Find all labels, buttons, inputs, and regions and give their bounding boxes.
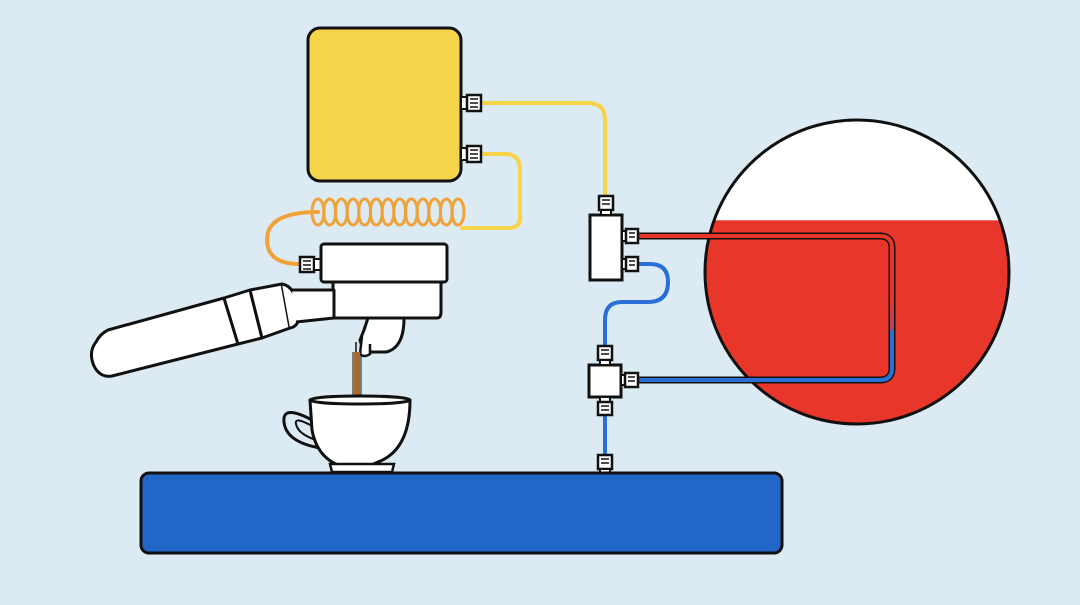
heater-wire [265,210,320,266]
portafilter [89,282,406,378]
boiler-tank [703,118,1011,426]
splitter-upper [588,194,640,282]
cold-water-pipe [603,262,671,350]
control-box-connector-top [460,93,483,113]
boiler-water [705,220,1009,424]
coil-loops [310,197,466,227]
group-head [298,242,449,320]
coiled-cable [265,197,466,266]
control-box [306,26,463,183]
espresso-cup [282,394,412,474]
splitter-lower [587,344,640,417]
portafilter-handle [89,296,240,378]
coil-loop [450,197,466,227]
water-pipes [603,232,896,462]
coffee-stream [352,342,362,398]
signal-wire-upper [480,101,607,198]
control-box-connector-bottom [460,144,483,164]
reservoir-connector [596,453,614,474]
cup-bowl [308,398,412,470]
cup-handle [282,411,321,450]
signal-wire-lower [460,152,522,230]
water-reservoir [139,471,784,555]
signal-wires [460,101,607,230]
